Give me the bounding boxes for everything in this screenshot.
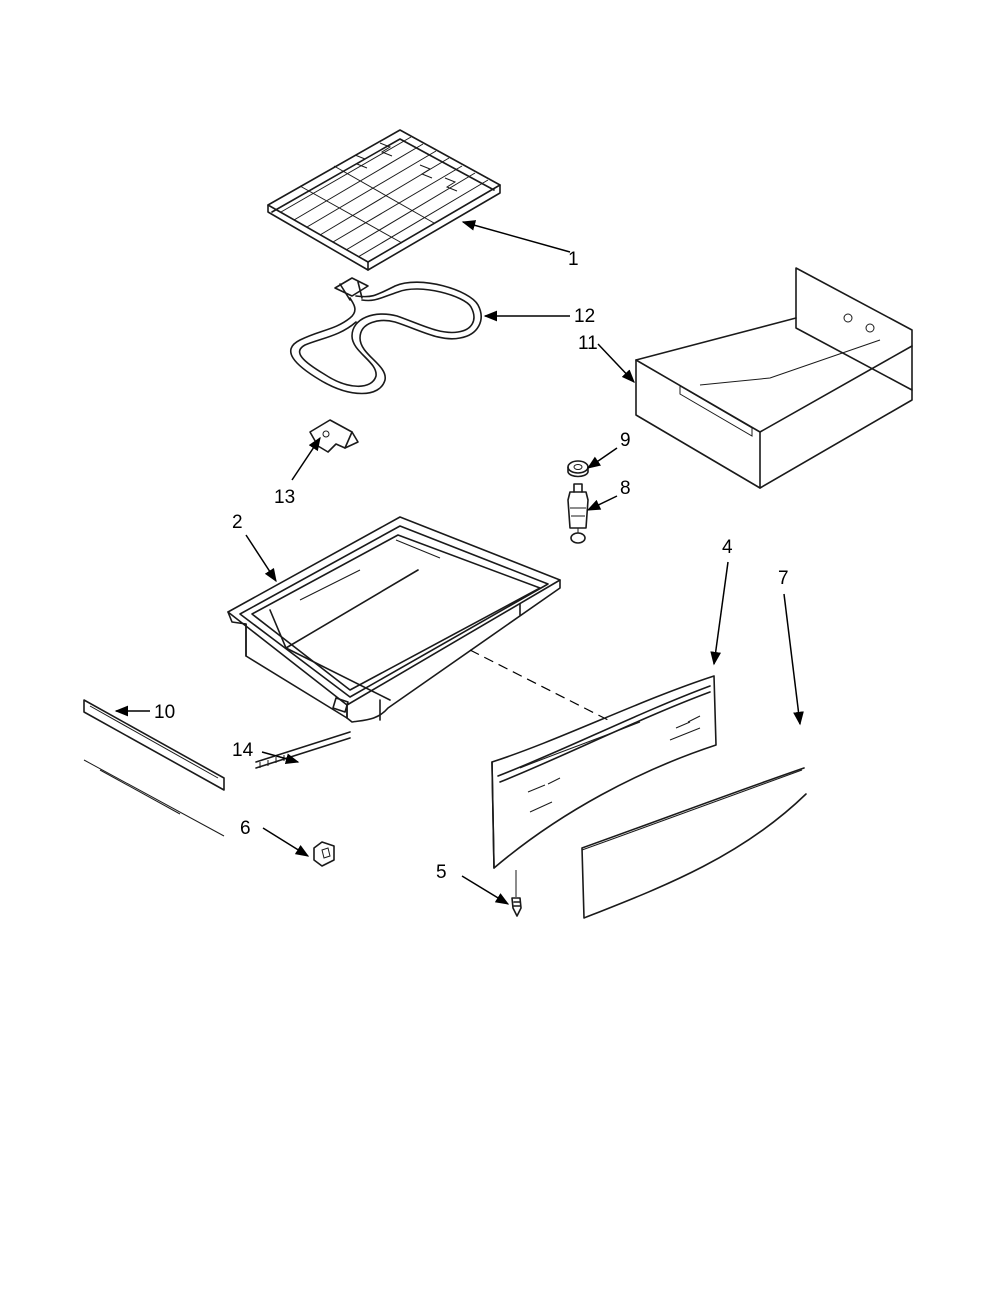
leader-4: [710, 561, 729, 666]
callout-labels: 1 12 11 9 8 13 2 4 7 10 14 6 5: [154, 249, 789, 883]
leader-11: [597, 343, 635, 383]
leader-9: [586, 447, 618, 469]
bake-element-part: [289, 277, 482, 395]
nut-part: [567, 460, 589, 478]
leader-2: [245, 534, 277, 583]
callout-10: 10: [154, 702, 175, 723]
leader-1: [461, 220, 571, 253]
panel-insert-part: [581, 767, 807, 919]
alignment-line: [469, 649, 613, 723]
roller-part: [567, 483, 589, 544]
leader-7: [783, 593, 804, 726]
callout-7: 7: [778, 568, 789, 589]
callout-12: 12: [574, 306, 595, 327]
screw-part: [511, 870, 522, 917]
callout-13: 13: [274, 487, 295, 508]
callout-5: 5: [436, 862, 447, 883]
callout-1: 1: [568, 249, 579, 270]
leader-5: [461, 875, 510, 905]
callout-4: 4: [722, 537, 733, 558]
drawer-pan-part: [227, 516, 561, 723]
leader-lines: [114, 220, 804, 905]
pin-rod-part: [255, 731, 351, 769]
oven-rack-part: [267, 129, 501, 271]
callout-2: 2: [232, 512, 243, 533]
bumper-part: [313, 841, 335, 867]
bracket-clip-part: [309, 419, 359, 453]
drawer-front-panel-part: [491, 675, 717, 869]
leader-14: [261, 751, 300, 764]
drawer-back-panel-part: [635, 267, 913, 489]
drawer-trim-part: [83, 699, 225, 837]
leader-6: [262, 827, 310, 857]
callout-6: 6: [240, 818, 251, 839]
callout-8: 8: [620, 478, 631, 499]
callout-9: 9: [620, 430, 631, 451]
leader-13: [291, 436, 321, 481]
leader-8: [586, 495, 618, 511]
callout-14: 14: [232, 740, 254, 761]
callout-11: 11: [578, 333, 598, 354]
